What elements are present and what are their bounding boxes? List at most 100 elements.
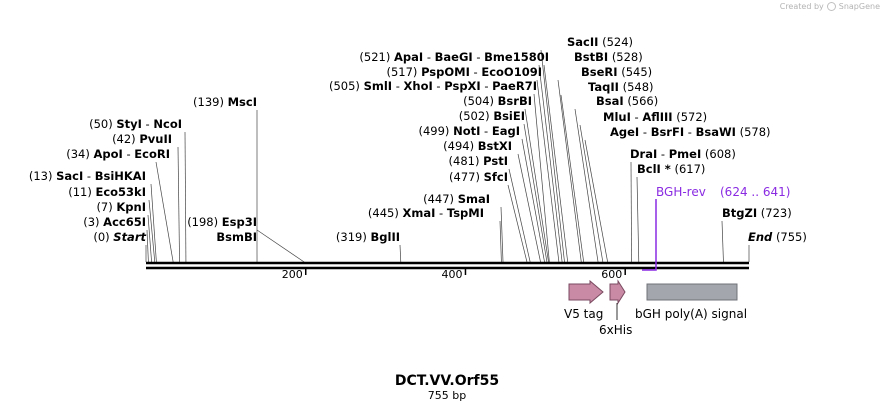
restriction-site-label[interactable]: (139) MscI <box>193 95 257 109</box>
site-leader-line <box>500 206 504 263</box>
enzyme-name: PaeR7I <box>492 79 537 93</box>
site-leader-line <box>536 79 560 263</box>
site-position: (139) <box>193 95 224 109</box>
enzyme-name: BseRI <box>581 65 618 79</box>
feature-6xhis[interactable]: 6xHis <box>599 279 632 337</box>
site-leader-line <box>574 108 599 263</box>
site-position: (445) <box>368 206 399 220</box>
restriction-site-label[interactable]: (11) Eco53kI <box>68 185 146 199</box>
enzyme-name: PspXI <box>444 79 480 93</box>
name-separator: - <box>657 147 668 161</box>
restriction-site-label[interactable]: End (755) <box>748 230 807 244</box>
enzyme-name: TaqII <box>588 80 619 94</box>
feature-v5-tag[interactable]: V5 tag <box>564 279 604 321</box>
enzyme-name: Start <box>113 230 146 244</box>
ruler-tick-label: 200 <box>282 268 303 281</box>
enzyme-name: DraI <box>630 147 657 161</box>
v5-tag-label: V5 tag <box>564 307 603 321</box>
primer-name: BGH-rev <box>656 185 706 199</box>
site-leader-line <box>543 64 569 263</box>
primer-range: (624 .. 641) <box>720 185 790 199</box>
site-leader-line <box>155 161 174 263</box>
restriction-site-label[interactable]: BclI * (617) <box>637 162 705 176</box>
enzyme-name: BaeGI <box>435 50 473 64</box>
restriction-site-label[interactable]: (319) BglII <box>336 230 400 244</box>
enzyme-name: BclI * <box>637 162 671 176</box>
restriction-site-label[interactable]: (198) Esp3I <box>187 215 257 229</box>
restriction-site-label[interactable]: (34) ApoI - EcoRI <box>66 147 170 161</box>
restriction-site-label[interactable]: (447) SmaI <box>423 192 490 206</box>
site-leader-line <box>560 94 585 263</box>
restriction-site-label[interactable]: (505) SmlI - XhoI - PspXI - PaeR7I <box>329 79 537 93</box>
restriction-site-label[interactable]: (0) Start <box>93 230 146 244</box>
enzyme-name: Acc65I <box>103 215 146 229</box>
restriction-site-label[interactable]: (477) SfcI <box>449 170 508 184</box>
feature-bgh-polya-signal[interactable]: bGH poly(A) signal <box>635 283 747 321</box>
enzyme-name: TspMI <box>447 206 484 220</box>
site-leader-line <box>524 108 549 263</box>
restriction-site-label[interactable]: TaqII (548) <box>588 80 654 94</box>
enzyme-name: BsiEI <box>493 109 525 123</box>
restriction-site-label[interactable]: (521) ApaI - BaeGI - Bme1580I <box>359 50 549 64</box>
restriction-site-label[interactable]: (481) PstI <box>449 154 508 168</box>
restriction-site-label[interactable]: (3) Acc65I <box>83 215 146 229</box>
restriction-site-label[interactable]: (13) SacI - BsiHKAI <box>29 169 146 183</box>
enzyme-name: PstI <box>483 154 508 168</box>
site-leader-line <box>579 124 604 263</box>
restriction-site-label[interactable]: DraI - PmeI (608) <box>630 147 736 161</box>
site-position: (42) <box>112 132 136 146</box>
restriction-site-label[interactable]: (50) StyI - NcoI <box>89 117 182 131</box>
site-position: (481) <box>449 154 480 168</box>
enzyme-name: StyI <box>116 117 142 131</box>
map-title: DCT.VV.Orf55 <box>395 373 499 389</box>
enzyme-name: BsrBI <box>498 94 532 108</box>
site-position: (494) <box>443 139 474 153</box>
enzyme-name: BstBI <box>574 50 608 64</box>
restriction-site-label[interactable]: (494) BstXI <box>443 139 512 153</box>
site-position: (517) <box>386 65 417 79</box>
enzyme-name: BtgZI <box>722 206 757 220</box>
restriction-site-label[interactable]: BtgZI (723) <box>722 206 792 220</box>
restriction-site-label[interactable]: (502) BsiEI <box>459 109 525 123</box>
enzyme-name: BsmBI <box>216 230 257 244</box>
restriction-site-label[interactable]: BseRI (545) <box>581 65 652 79</box>
enzyme-name: Esp3I <box>222 215 257 229</box>
site-position: (505) <box>329 79 360 93</box>
enzyme-name: EagI <box>492 124 520 138</box>
enzyme-name: MluI <box>603 110 631 124</box>
site-leader-line <box>538 64 563 263</box>
credit-text: Created by <box>779 2 824 11</box>
name-separator: - <box>435 206 446 220</box>
restriction-site-label[interactable]: (504) BsrBI <box>463 94 532 108</box>
enzyme-name: SmlI <box>364 79 393 93</box>
restriction-site-label[interactable]: SacII (524) <box>567 35 633 49</box>
site-position: (3) <box>83 215 99 229</box>
site-position: (524) <box>602 35 633 49</box>
name-separator: - <box>423 50 434 64</box>
restriction-site-label[interactable]: AgeI - BsrFI - BsaWI (578) <box>610 125 771 139</box>
restriction-site-label[interactable]: (42) PvuII <box>112 132 172 146</box>
site-position: (13) <box>29 169 53 183</box>
restriction-site-label[interactable]: BsaI (566) <box>596 94 658 108</box>
site-position: (34) <box>66 147 90 161</box>
site-leader-line <box>499 220 502 263</box>
restriction-site-label[interactable]: (499) NotI - EagI <box>418 124 520 138</box>
v5-tag-arrow <box>568 279 604 305</box>
restriction-site-label[interactable]: BstBI (528) <box>574 50 643 64</box>
restriction-site-label[interactable]: MluI - AflIII (572) <box>603 110 707 124</box>
restriction-site-label[interactable]: BsmBI <box>216 230 257 244</box>
enzyme-name: EcoRI <box>134 147 170 161</box>
primer-bgh-rev[interactable]: BGH-rev (624 .. 641) <box>642 185 790 271</box>
name-separator: - <box>684 125 695 139</box>
enzyme-name: SmaI <box>458 192 490 206</box>
restriction-site-label[interactable]: (7) KpnI <box>96 200 146 214</box>
name-separator: - <box>473 50 484 64</box>
enzyme-name: PspOMI <box>421 65 470 79</box>
site-position: (319) <box>336 230 367 244</box>
site-leader-line <box>533 93 550 263</box>
restriction-site-label[interactable]: (517) PspOMI - EcoO109I <box>386 65 542 79</box>
enzyme-name: Eco53kI <box>95 185 146 199</box>
restriction-site-label[interactable]: (445) XmaI - TspMI <box>368 206 484 220</box>
site-leader-line <box>150 183 157 263</box>
